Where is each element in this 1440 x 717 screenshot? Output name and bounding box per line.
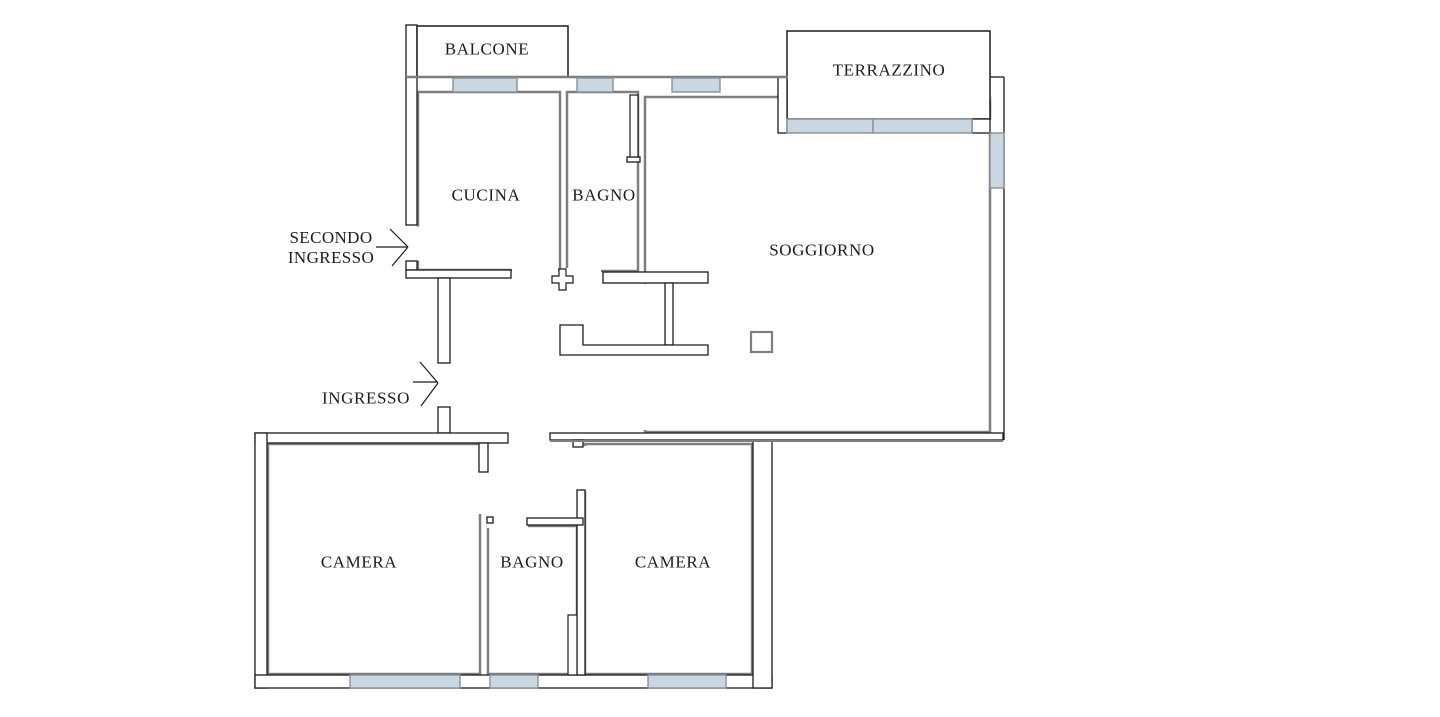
opening-camera-left-door	[477, 471, 484, 514]
opening-bagno-bottom-door	[487, 522, 528, 528]
wall-terrace-row-end	[971, 118, 991, 134]
wall-hall-connector	[664, 282, 674, 346]
opening-camera-right-door	[582, 446, 588, 491]
door-leaf-bagno-bottom	[567, 614, 578, 676]
opening-cucina-south	[512, 266, 558, 274]
wall-cucina-south	[405, 269, 512, 279]
wall-west-stub	[405, 260, 418, 271]
room-label-bagno-bottom: BAGNO	[500, 552, 564, 572]
annotation-secondo-ingresso: SECONDO INGRESSO	[288, 228, 374, 268]
room-label-cucina: CUCINA	[451, 185, 521, 205]
window-bagno-bottom	[489, 674, 539, 689]
wall-camera-left-stub	[478, 442, 489, 473]
wall-terrace-left	[777, 76, 788, 134]
room-bagno-top-outline	[565, 90, 640, 273]
door-frame-cross	[551, 268, 574, 291]
entry-arrows	[376, 228, 439, 407]
wall-block-east	[752, 439, 773, 689]
windows	[349, 77, 1005, 689]
annotation-secondo-ingresso-line1: SECONDO	[289, 228, 373, 247]
ingresso-arrow	[413, 361, 439, 407]
wall-hall-upper-bar	[602, 271, 709, 284]
wall-bagno-top-notch	[626, 156, 641, 163]
window-camera-left	[349, 674, 461, 689]
wall-bagno-bottom-top	[526, 517, 584, 526]
room-label-camera-left: CAMERA	[320, 552, 398, 572]
wall-hall-lower-bar	[559, 324, 709, 356]
wall-vestibule-notch	[486, 516, 494, 524]
window-soggiorno-east	[989, 132, 1005, 189]
wall-soggiorno-south	[549, 432, 1004, 441]
window-soggiorno-north	[671, 77, 721, 93]
wall-bagno-camera-divider	[576, 489, 586, 676]
secondo-ingresso-arrow	[376, 228, 409, 267]
room-label-camera-right: CAMERA	[634, 552, 712, 572]
door-openings	[414, 94, 993, 528]
window-camera-right	[647, 674, 727, 689]
opening-soggiorno-west	[642, 284, 648, 430]
room-camera-left-outline	[266, 442, 482, 676]
wall-corridor-west-upper	[437, 277, 451, 364]
wall-west-top	[405, 24, 418, 226]
wall-corridor-west-lower	[437, 406, 451, 434]
annotation-ingresso: INGRESSO	[322, 388, 410, 408]
room-label-soggiorno: SOGGIORNO	[769, 240, 875, 260]
gray-faces	[406, 75, 1003, 442]
window-bagno-top	[576, 77, 614, 93]
wall-block-top	[254, 432, 509, 444]
room-soggiorno-outline	[643, 95, 992, 434]
door-leaf-bagno-top	[629, 94, 639, 158]
room-label-balcone: BALCONE	[444, 39, 530, 59]
pillar	[749, 330, 774, 354]
room-label-terrazzino: TERRAZZINO	[832, 60, 946, 80]
details	[551, 94, 774, 676]
opening-bagno-top-south	[565, 268, 601, 276]
room-bagno-bottom-outline	[486, 524, 579, 676]
annotation-secondo-ingresso-line2: INGRESSO	[287, 248, 375, 267]
wall-block-west	[254, 432, 268, 689]
window-terrace-left	[786, 118, 874, 134]
walls	[254, 24, 1004, 689]
opening-secondo-ingresso	[414, 226, 422, 261]
room-outlines	[266, 90, 992, 676]
room-label-bagno-top: BAGNO	[572, 185, 636, 205]
terrace-outline	[786, 30, 991, 120]
room-cucina-outline	[416, 90, 562, 272]
window-terrace-right	[872, 118, 973, 134]
window-cucina	[452, 77, 518, 93]
